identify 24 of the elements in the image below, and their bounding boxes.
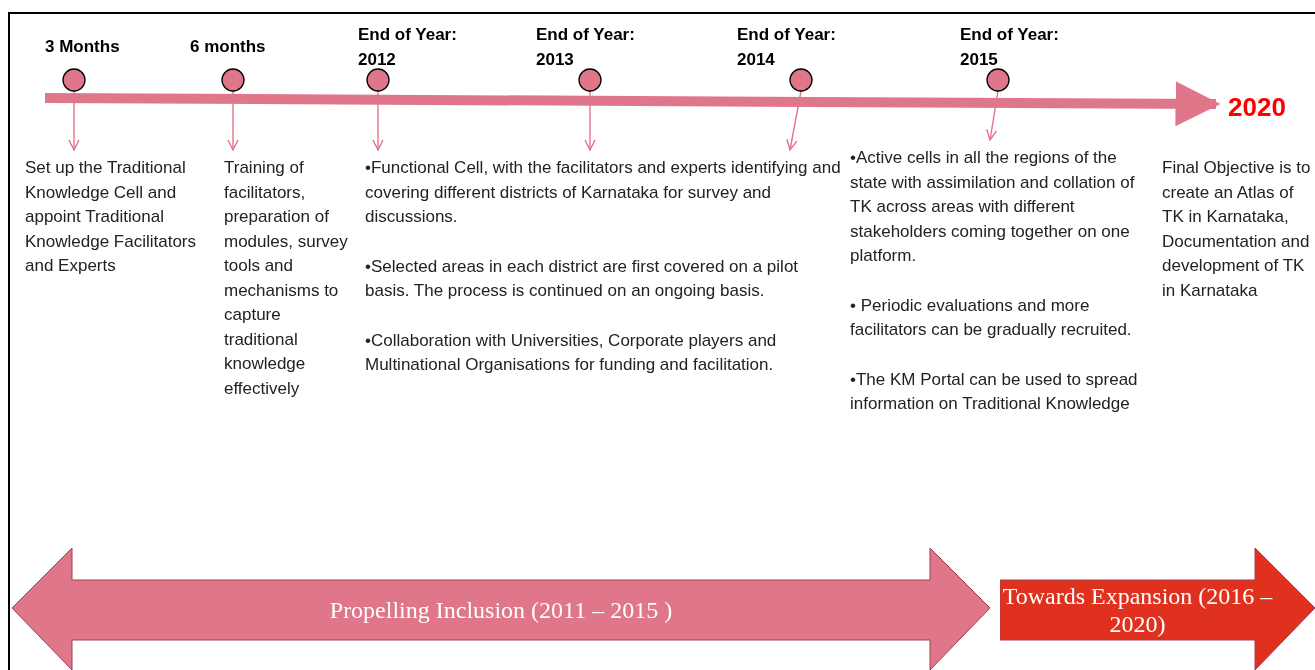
milestone-label: 3 Months (45, 36, 121, 58)
arrow (786, 90, 802, 151)
bullet-text: •Active cells in all the regions of the state with assimilation and collation of TK across areas with different stakeholders coming together on one platform. (850, 147, 1136, 267)
milestone-label: End of Year: 2015 (960, 24, 1060, 71)
arrow (227, 90, 239, 151)
arrow (986, 90, 999, 141)
milestone-label: End of Year: 2013 (536, 24, 636, 71)
bullet-text: • Periodic evaluations and more facilitators can be gradually recruited. (850, 294, 1133, 341)
arrow (68, 90, 80, 151)
bullet-text: •Functional Cell, with the facilitators and experts identifying and covering different districts of Karnataka for survey and discussions. (365, 157, 842, 228)
arrow-label: Propelling Inclusion (2011 – 2015 ) (328, 596, 674, 625)
milestone-label: End of Year: 2012 (358, 24, 458, 71)
milestone-label: End of Year: 2014 (737, 24, 837, 71)
bullet-text: •The KM Portal can be used to spread information on Traditional Knowledge (850, 368, 1139, 415)
year-label: 2020 (1228, 92, 1286, 122)
objective-text: Final Objective is to create an Atlas of TK in Karnataka, Documentation and development of TK in Karnataka (1162, 157, 1312, 302)
bullet-text: •Selected areas in each district are first covered on a pilot basis. The process is continued on an ongoing basis. (365, 255, 800, 302)
arrow (584, 90, 596, 151)
bullet-text: •Collaboration with Universities, Corporate players and Multinational Organisations for funding and facilitation. (365, 329, 778, 376)
timeline-arrow (44, 81, 1221, 127)
arrow (372, 90, 384, 151)
timeline-text: Training of facilitators, preparation of modules, survey tools and mechanisms to capture traditional knowledge effectively (224, 156, 352, 401)
arrow-label: Towards Expansion (2016 – 2020) (1001, 582, 1274, 639)
milestone-label: 6 months (190, 36, 267, 58)
